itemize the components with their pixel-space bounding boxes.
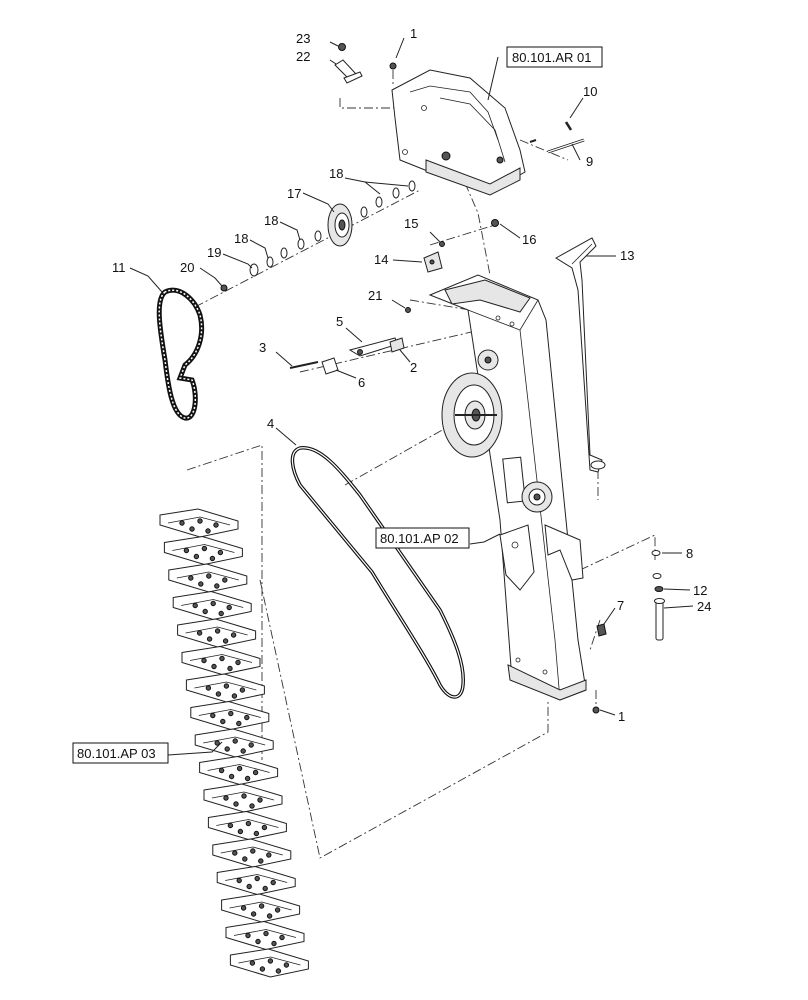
callout-6: 6 [358,375,365,390]
callout-3: 3 [259,340,266,355]
rod-9 [529,138,585,154]
nut-23 [338,43,346,51]
callout-10: 10 [583,84,597,99]
bolt-16 [491,219,499,227]
callout-4: 4 [267,416,274,431]
callout-1-top: 1 [410,26,417,41]
callout-2: 2 [410,360,417,375]
reference-ar01[interactable]: 80.101.AR 01 [506,46,603,68]
knife-section [159,508,239,538]
bolt-15 [439,241,445,247]
knife-section [212,838,292,868]
knife-section [168,563,248,593]
bolt-1-bottom [592,706,600,714]
drive-chain-11 [156,287,205,421]
bolt-3 [289,361,319,369]
knife-section [225,920,305,951]
callout-8: 8 [686,546,693,561]
callout-14: 14 [374,252,388,267]
knife-section [177,618,257,648]
knife-section [172,590,252,621]
leader-lines [129,37,694,756]
callout-9: 9 [586,154,593,169]
main-tower [428,274,587,701]
callout-20: 20 [180,260,194,275]
washer-8 [651,550,661,556]
knife-section [229,948,309,978]
callout-12: 12 [693,583,707,598]
knife-section [203,783,283,813]
knife-section [190,700,270,731]
callout-22: 22 [296,49,310,64]
knife-section [199,755,279,786]
callout-19: 19 [207,245,221,260]
knife-section [181,645,261,676]
knife-section [185,673,265,703]
reference-ap03[interactable]: 80.101.AP 03 [72,742,169,764]
knife-section [216,865,296,896]
handle-13 [555,237,606,473]
bolt-24 [654,598,665,641]
pulley [441,372,503,458]
callout-16: 16 [522,232,536,247]
knife-assembly [159,508,309,978]
bolt-21 [405,307,411,313]
pin-22 [334,59,363,84]
callout-17: 17 [287,186,301,201]
sprocket-17 [327,203,353,247]
v-belt-4 [290,446,465,699]
callout-23: 23 [296,31,310,46]
reference-ap03-label: 80.101.AP 03 [77,746,156,761]
bracket-14 [423,251,443,273]
screw-20 [220,284,228,292]
callout-numbers: 23 22 1 10 9 18 17 18 18 19 20 11 15 16 … [112,26,711,724]
callout-18-a: 18 [329,166,343,181]
callout-1-bottom: 1 [618,709,625,724]
bolt-7 [596,623,607,637]
callout-21: 21 [368,288,382,303]
callout-18-c: 18 [234,231,248,246]
reference-ap02[interactable]: 80.101.AP 02 [375,527,470,549]
callout-5: 5 [336,314,343,329]
bolt-1-top [389,62,397,70]
callout-7: 7 [617,598,624,613]
top-housing [391,69,526,196]
pin-10 [564,121,573,131]
callout-11: 11 [112,260,126,275]
knife-section [207,810,287,841]
reference-ap02-label: 80.101.AP 02 [380,531,459,546]
callout-13: 13 [620,248,634,263]
bushing-6 [321,357,339,375]
callout-15: 15 [404,216,418,231]
knife-section [163,535,243,566]
spacer-2 [389,337,405,353]
callout-18-b: 18 [264,213,278,228]
washers-18-19 [249,180,416,277]
washer-12 [652,573,664,592]
callout-24: 24 [697,599,711,614]
knife-section [221,893,301,923]
reference-ar01-label: 80.101.AR 01 [512,50,592,65]
